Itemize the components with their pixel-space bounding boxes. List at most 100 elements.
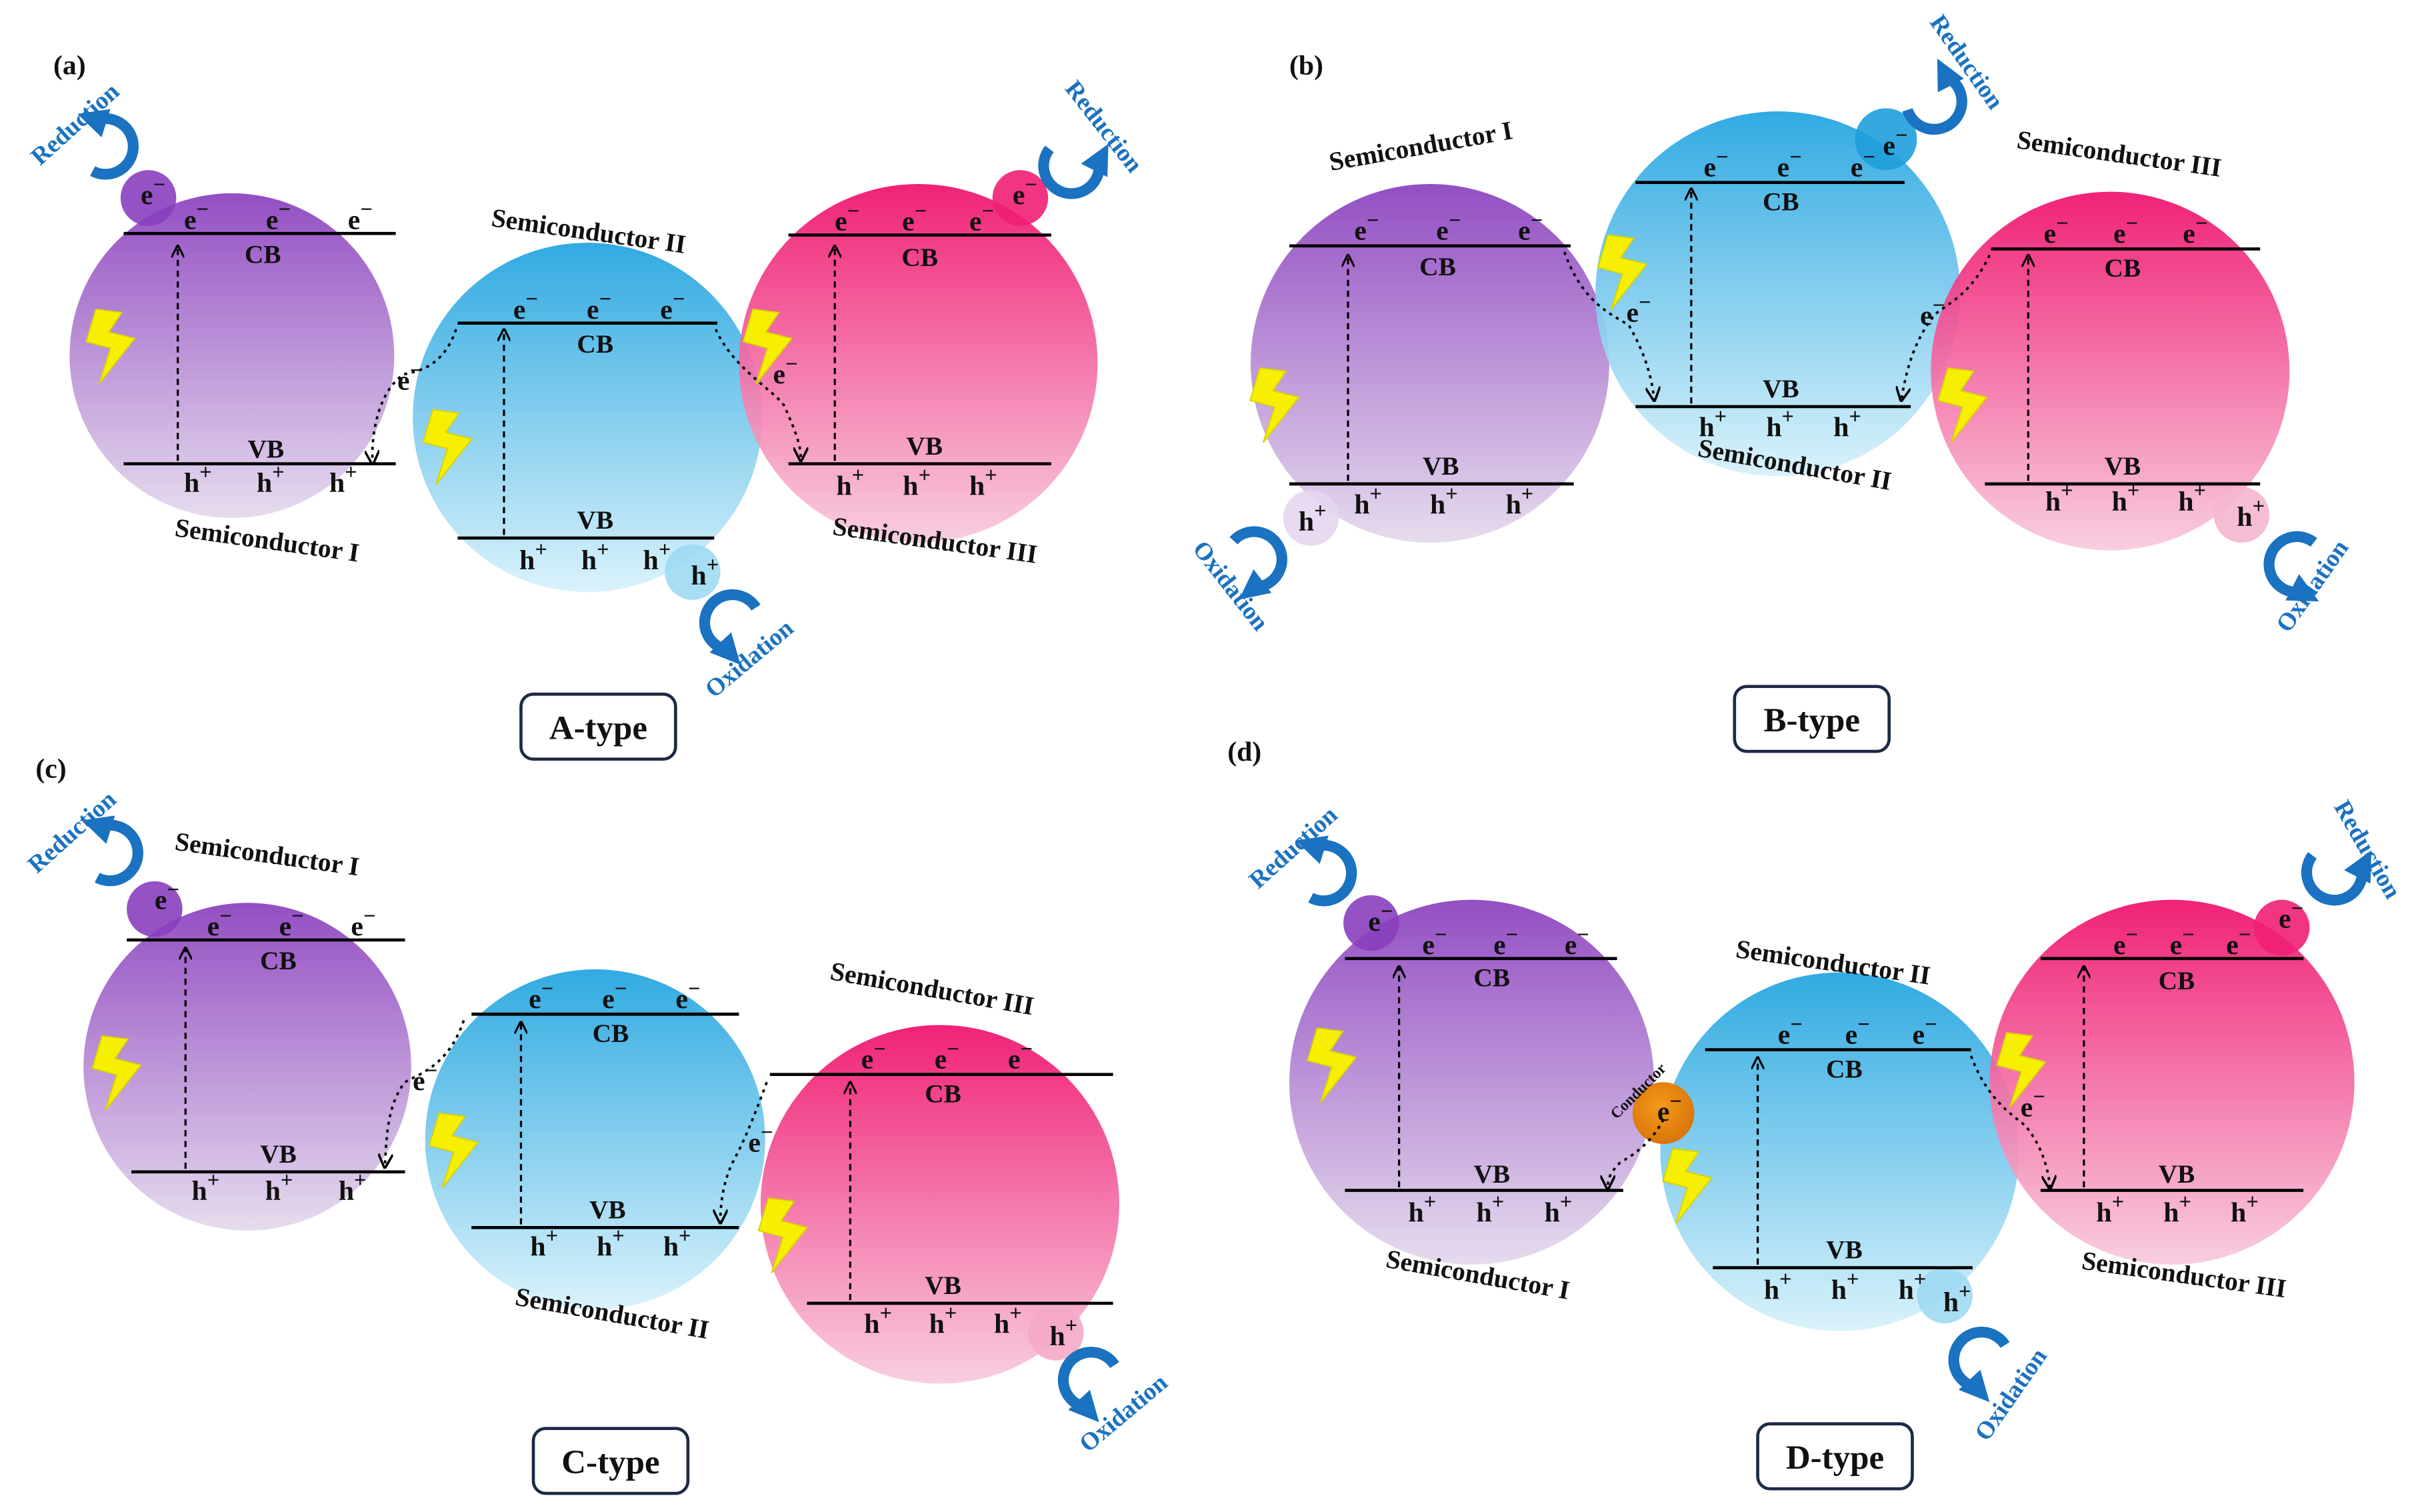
vb-label: VB [2159, 1159, 2195, 1189]
carrier-charge: + [2179, 1190, 2191, 1214]
carrier-symbol: e [969, 207, 982, 237]
hole-label: h+ [257, 461, 285, 499]
carrier-symbol: h [2163, 1197, 2179, 1228]
hole-label: h+ [1764, 1267, 1792, 1305]
carrier-charge: − [1789, 145, 1802, 169]
carrier-symbol: h [2178, 486, 2193, 517]
reduction-site [1343, 895, 1399, 951]
hole-label: h+ [265, 1169, 293, 1207]
electron-label: e− [861, 1037, 886, 1075]
carrier-charge: + [281, 1169, 293, 1193]
hole-label: h+ [1409, 1190, 1437, 1228]
electron-label: e− [1883, 123, 1907, 161]
carrier-charge: + [1424, 1190, 1437, 1214]
carrier-charge: − [982, 199, 995, 223]
carrier-symbol: h [1899, 1275, 1914, 1305]
oxidation-site [1283, 490, 1339, 546]
electron-label: e− [1626, 291, 1651, 329]
hole-label: h+ [663, 1224, 691, 1262]
carrier-charge: − [410, 359, 423, 383]
hole-label: h+ [1943, 1280, 1971, 1318]
hole-label: h+ [519, 538, 547, 576]
hole-label: h+ [2237, 495, 2265, 533]
hole-label: h+ [1766, 405, 1794, 443]
carrier-symbol: e [2170, 930, 2183, 961]
panel-label-c: (c) [35, 753, 66, 784]
carrier-symbol: e [2226, 930, 2239, 961]
electron-label: e− [935, 1037, 959, 1075]
carrier-symbol: h [1430, 489, 1445, 520]
carrier-charge: + [2061, 479, 2073, 503]
type-label-d: D-type [1786, 1439, 1884, 1477]
carrier-symbol: e [1493, 930, 1506, 961]
carrier-charge: − [2239, 923, 2251, 947]
hole-label: h+ [530, 1224, 558, 1262]
carrier-symbol: e [902, 207, 915, 237]
carrier-symbol: e [2113, 219, 2126, 249]
hole-label: h+ [581, 538, 609, 576]
cb-label: CB [1473, 963, 1510, 993]
carrier-symbol: e [1565, 930, 1577, 961]
carrier-symbol: h [994, 1309, 1009, 1339]
oxidation-site [1028, 1305, 1084, 1361]
carrier-charge: + [546, 1224, 559, 1248]
vb-label: VB [2104, 451, 2141, 481]
electron-label: e− [2044, 212, 2069, 250]
carrier-charge: + [612, 1224, 625, 1248]
electron-label: e− [2183, 212, 2207, 250]
carrier-charge: − [1790, 1013, 1803, 1037]
carrier-charge: − [1435, 923, 1447, 947]
hole-label: h+ [2231, 1190, 2259, 1228]
semiconductor-2-particle [425, 969, 765, 1310]
carrier-charge: − [1367, 209, 1379, 233]
carrier-symbol: h [184, 467, 199, 498]
vb-label: VB [1473, 1159, 1510, 1189]
type-label-d-box [1756, 1422, 1914, 1491]
electron-label: e− [351, 904, 375, 942]
carrier-charge: − [688, 977, 701, 1001]
carrier-charge: − [2033, 1085, 2045, 1109]
carrier-charge: − [1577, 923, 1589, 947]
carrier-symbol: h [864, 1309, 879, 1339]
carrier-charge: + [1847, 1267, 1859, 1291]
carrier-symbol: e [1778, 1019, 1791, 1050]
hole-label: h+ [597, 1224, 625, 1262]
carrier-symbol: h [329, 467, 345, 498]
carrier-symbol: e [1368, 907, 1381, 937]
semiconductor-3-label: Semiconductor III [828, 956, 1036, 1021]
semiconductor-1-particle [1289, 899, 1655, 1265]
carrier-symbol: h [2096, 1197, 2111, 1228]
hole-label: h+ [1354, 482, 1382, 520]
hole-label: h+ [1299, 499, 1327, 537]
electron-label: e− [969, 199, 994, 237]
semiconductor-1-label: Semiconductor I [173, 827, 361, 881]
carrier-symbol: e [773, 359, 785, 390]
hole-label: h+ [1050, 1314, 1078, 1352]
carrier-symbol: h [1299, 506, 1314, 537]
carrier-charge: − [360, 198, 373, 222]
cb-label: CB [260, 946, 297, 975]
carrier-charge: + [1521, 482, 1534, 506]
carrier-charge: + [985, 464, 997, 488]
carrier-symbol: h [1545, 1197, 1560, 1228]
carrier-symbol: h [530, 1231, 545, 1262]
electron-label: e− [1436, 209, 1461, 247]
charge-transfer-arrow [1969, 1055, 2050, 1187]
panel-label-d: (d) [1227, 737, 1261, 767]
carrier-symbol: e [935, 1044, 947, 1075]
carrier-charge: + [2112, 1190, 2125, 1214]
type-label-a-box [519, 692, 677, 761]
electron-label: e− [835, 199, 859, 237]
carrier-charge: − [785, 353, 798, 377]
carrier-charge: + [945, 1301, 957, 1325]
hole-label: h+ [929, 1301, 957, 1339]
carrier-charge: + [852, 464, 865, 488]
carrier-symbol: e [675, 984, 688, 1015]
carrier-charge: − [167, 878, 179, 902]
hole-label: h+ [903, 464, 931, 502]
carrier-charge: − [2125, 923, 2138, 947]
carrier-symbol: e [1008, 1044, 1021, 1075]
carrier-symbol: e [1777, 152, 1790, 183]
carrier-symbol: e [587, 295, 599, 325]
carrier-charge: − [1669, 1090, 1682, 1114]
